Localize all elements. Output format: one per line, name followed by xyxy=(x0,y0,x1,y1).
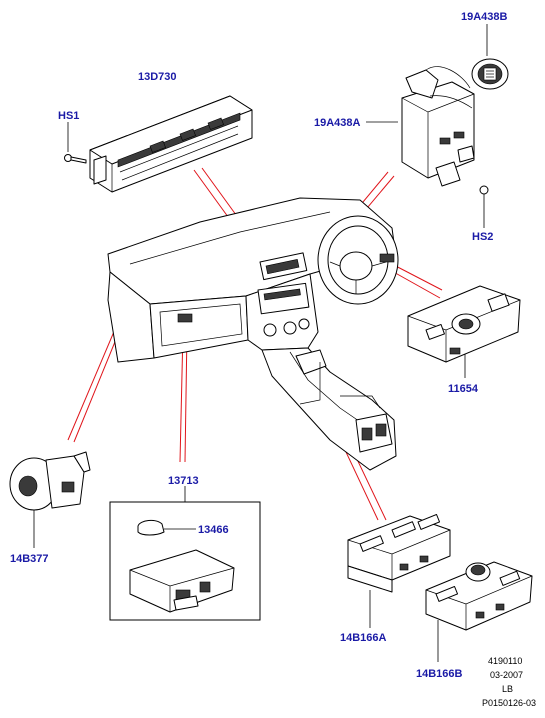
part-hs1-screw xyxy=(64,122,87,164)
part-19a438a-assembly xyxy=(366,66,475,187)
label-19a438a: 19A438A xyxy=(314,117,361,129)
part-14b166b-switch-pack xyxy=(425,561,533,662)
label-11654: 11654 xyxy=(448,383,479,395)
label-13713: 13713 xyxy=(168,475,199,487)
part-19a438b-connector xyxy=(471,24,509,90)
reference-block: 4190110 03-2007 LB P0150126-03 xyxy=(482,656,536,708)
label-14b377: 14B377 xyxy=(10,553,49,565)
ref-number: 4190110 xyxy=(488,656,522,666)
dashboard-assembly xyxy=(107,197,399,471)
part-14b166a-switch-pack xyxy=(347,514,451,628)
label-13d730: 13D730 xyxy=(138,71,177,83)
ref-date: 03-2007 xyxy=(490,670,523,680)
part-13d730-panel xyxy=(89,95,253,193)
part-hs2-screw xyxy=(479,185,489,228)
part-14b377-clockspring xyxy=(9,451,91,548)
label-14b166a: 14B166A xyxy=(340,632,387,644)
label-13466: 13466 xyxy=(198,524,229,536)
label-hs1: HS1 xyxy=(58,110,79,122)
part-13713-inset xyxy=(109,486,261,621)
label-19a438b: 19A438B xyxy=(461,11,508,23)
part-11654-light-switch xyxy=(407,285,521,378)
part-labels: 19A438B 13D730 HS1 19A438A HS2 11654 137… xyxy=(10,11,508,680)
ref-illustration-id: P0150126-03 xyxy=(482,698,536,708)
label-14b166b: 14B166B xyxy=(416,668,463,680)
ref-code: LB xyxy=(502,684,513,694)
label-hs2: HS2 xyxy=(472,231,493,243)
